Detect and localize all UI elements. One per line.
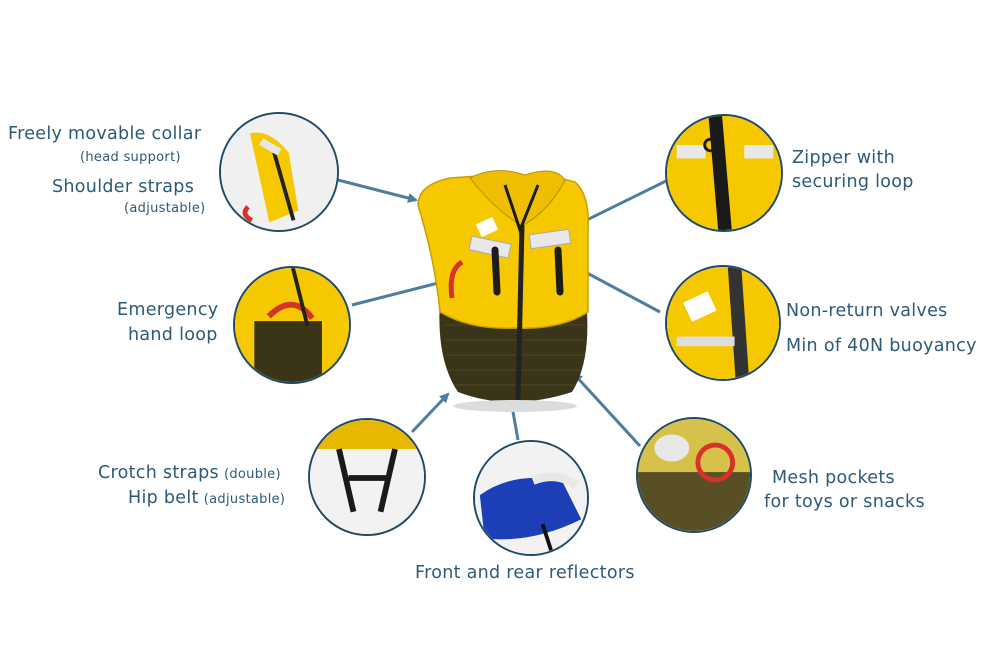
label-hand-loop-1: Emergency [117, 300, 219, 320]
label-zipper-2: securing loop [792, 172, 914, 192]
label-crotch-line: Crotch straps (double) [98, 463, 281, 484]
detail-circle-mesh [636, 417, 752, 533]
arrow-collar [337, 178, 418, 203]
label-buoyancy: Min of 40N buoyancy [786, 336, 977, 356]
label-shoulder-note: (adjustable) [124, 201, 206, 216]
detail-circle-reflectors [473, 440, 589, 556]
arrow-crotch [410, 392, 450, 434]
label-valves: Non-return valves [786, 301, 948, 321]
label-mesh-2: for toys or snacks [764, 492, 925, 512]
label-hip-note: (adjustable) [203, 492, 286, 507]
label-zipper-1: Zipper with [792, 148, 896, 168]
detail-circle-collar [219, 112, 339, 232]
label-collar-note: (head support) [80, 150, 181, 165]
label-crotch-note: (double) [224, 467, 281, 482]
detail-circle-valves [665, 265, 781, 381]
detail-circle-hand-loop [233, 266, 351, 384]
label-hip-line: Hip belt (adjustable) [128, 488, 285, 509]
label-hip: Hip belt [128, 488, 199, 508]
label-crotch: Crotch straps [98, 463, 219, 483]
arrow-mesh [572, 372, 642, 448]
arrow-hand-loop [351, 277, 452, 307]
detail-circle-zipper [665, 114, 783, 232]
label-mesh-1: Mesh pockets [772, 468, 895, 488]
vest-valve [491, 246, 501, 296]
vest-zipper [515, 224, 525, 401]
vest-hand-loop [448, 259, 464, 299]
label-reflectors: Front and rear reflectors [415, 563, 635, 583]
detail-circle-crotch [308, 418, 426, 536]
label-shoulder: Shoulder straps [52, 177, 195, 197]
vest-reflector [468, 235, 512, 259]
label-hand-loop-2: hand loop [128, 325, 218, 345]
label-collar: Freely movable collar [8, 124, 202, 144]
